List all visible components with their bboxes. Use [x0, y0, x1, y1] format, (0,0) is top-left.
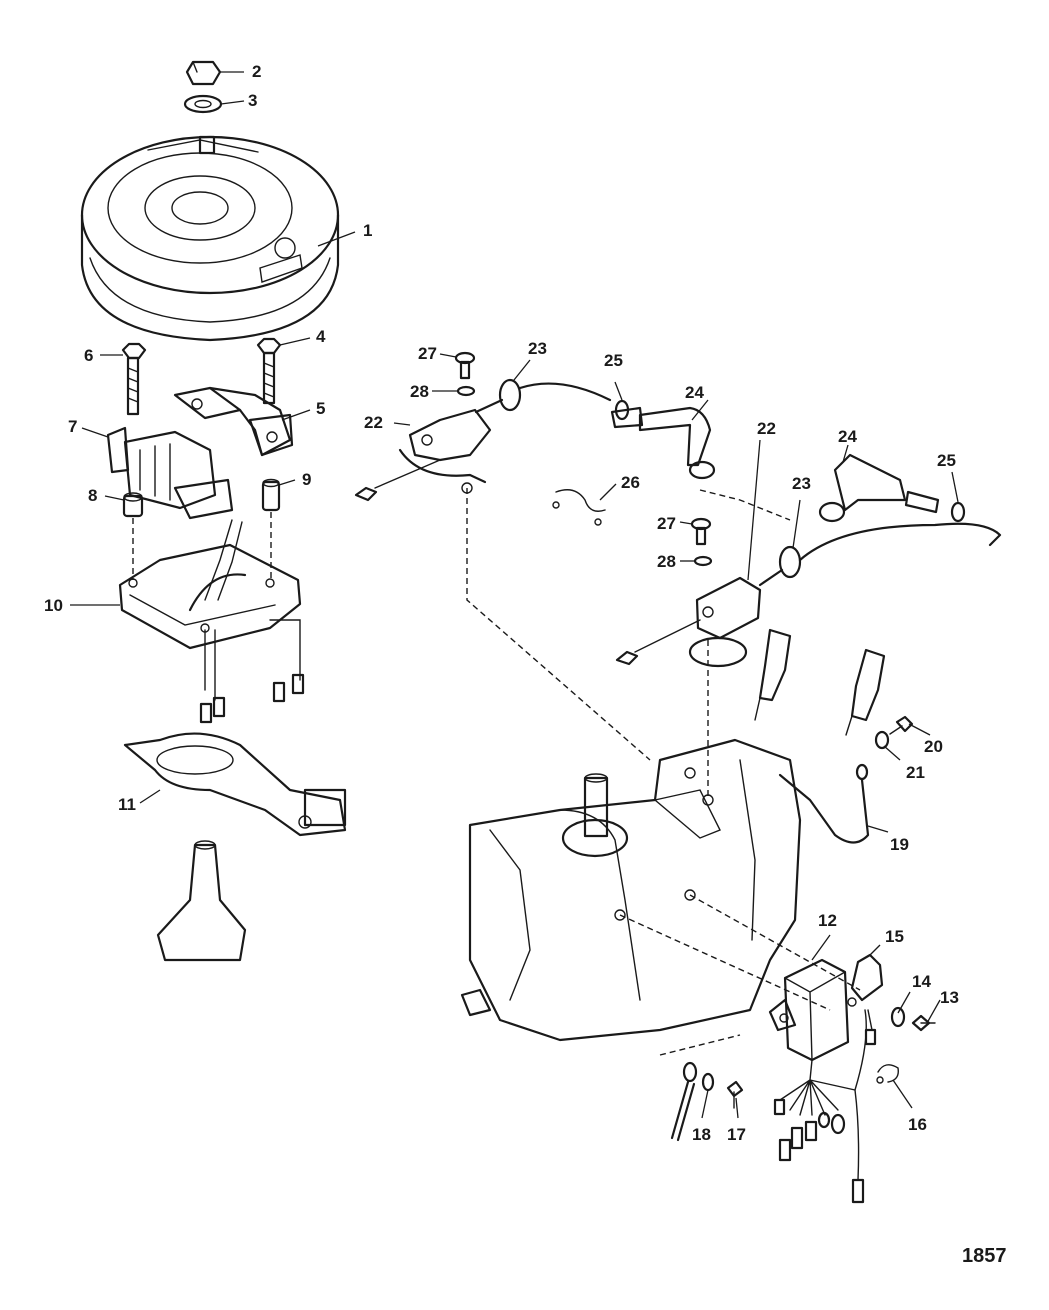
callout-26: 26	[621, 473, 640, 492]
callout-28-lower: 28	[657, 552, 676, 571]
leader-lines	[70, 71, 959, 1119]
coil-washer-upper[interactable]	[456, 385, 476, 397]
callout-24-lower: 24	[838, 427, 857, 446]
callout-13: 13	[940, 988, 959, 1007]
bracket-washer[interactable]	[890, 1006, 906, 1028]
flywheel-washer[interactable]	[183, 94, 223, 114]
alignment-lines	[132, 488, 861, 1056]
callout-23-lower: 23	[792, 474, 811, 493]
lead-clip-upper[interactable]	[614, 399, 630, 421]
bracket-screw[interactable]	[911, 1014, 936, 1032]
callout-22-lower: 22	[757, 419, 776, 438]
callout-1: 1	[363, 221, 372, 240]
trigger-plate[interactable]	[123, 732, 347, 837]
callout-17: 17	[727, 1125, 746, 1144]
ground-terminal-lead[interactable]	[670, 1061, 698, 1142]
flywheel-nut[interactable]	[185, 60, 222, 86]
callout-18: 18	[692, 1125, 711, 1144]
spacer-small[interactable]	[122, 492, 144, 518]
callout-24-upper: 24	[685, 383, 704, 402]
callout-11: 11	[118, 795, 136, 814]
callout-21: 21	[906, 763, 925, 782]
ground-screw[interactable]	[889, 715, 914, 735]
cdi-unit[interactable]	[768, 958, 867, 1204]
callout-16: 16	[908, 1115, 927, 1134]
callout-27-upper: 27	[418, 344, 437, 363]
callout-25-upper: 25	[604, 351, 623, 370]
ignition-coil[interactable]	[106, 426, 234, 520]
high-tension-lead-upper[interactable]	[474, 378, 612, 414]
callout-6: 6	[84, 346, 93, 365]
callout-8: 8	[88, 486, 97, 505]
terminal-washer[interactable]	[701, 1072, 715, 1092]
ignition-coil-upper[interactable]	[354, 408, 492, 502]
callout-15: 15	[885, 927, 904, 946]
callout-4: 4	[316, 327, 326, 346]
high-tension-lead-lower[interactable]	[758, 522, 1002, 587]
spacer-tall[interactable]	[261, 478, 281, 512]
callout-25-lower: 25	[937, 451, 956, 470]
callout-19: 19	[890, 835, 909, 854]
callout-28-upper: 28	[410, 382, 429, 401]
stator-screw-right[interactable]	[256, 337, 282, 405]
stator-screw-left[interactable]	[121, 342, 147, 416]
callout-23-upper: 23	[528, 339, 547, 358]
callout-27-lower: 27	[657, 514, 676, 533]
stator-plate[interactable]	[118, 519, 305, 724]
coil-screw-upper[interactable]	[454, 351, 476, 380]
ignition-coil-lower[interactable]	[615, 576, 762, 668]
spark-plug-right	[845, 648, 886, 736]
callout-3: 3	[248, 91, 257, 110]
crankcase-block	[460, 738, 802, 1042]
spark-plug-cap-lower[interactable]	[818, 453, 940, 523]
figure-number: 1857	[962, 1245, 1007, 1267]
callout-22-upper: 22	[364, 413, 383, 432]
mounting-bracket[interactable]	[847, 953, 884, 1046]
flywheel[interactable]	[80, 135, 340, 342]
wire-retainer[interactable]	[552, 489, 606, 526]
callout-5: 5	[316, 399, 325, 418]
wire-clip[interactable]	[876, 1064, 899, 1084]
spark-plug-left	[754, 628, 792, 721]
charge-coil[interactable]	[173, 386, 294, 457]
ground-washer[interactable]	[874, 730, 890, 750]
coil-washer-lower[interactable]	[693, 555, 713, 567]
ground-wire[interactable]	[778, 763, 870, 844]
spark-plug-cap-upper[interactable]	[610, 406, 716, 480]
callout-10: 10	[44, 596, 63, 615]
coil-screw-lower[interactable]	[690, 517, 712, 546]
terminal-screw[interactable]	[726, 1080, 744, 1109]
crankshaft-stub	[156, 840, 247, 962]
callout-7: 7	[68, 417, 77, 436]
callout-20: 20	[924, 737, 943, 756]
callout-labels: 1 2 3 4 5 6 7 8 9 10 11 12 13 14 15 16 1…	[44, 62, 959, 1144]
callout-9: 9	[302, 470, 311, 489]
callout-14: 14	[912, 972, 931, 991]
lead-clip-lower[interactable]	[950, 501, 966, 523]
callout-2: 2	[252, 62, 261, 81]
callout-12: 12	[818, 911, 837, 930]
